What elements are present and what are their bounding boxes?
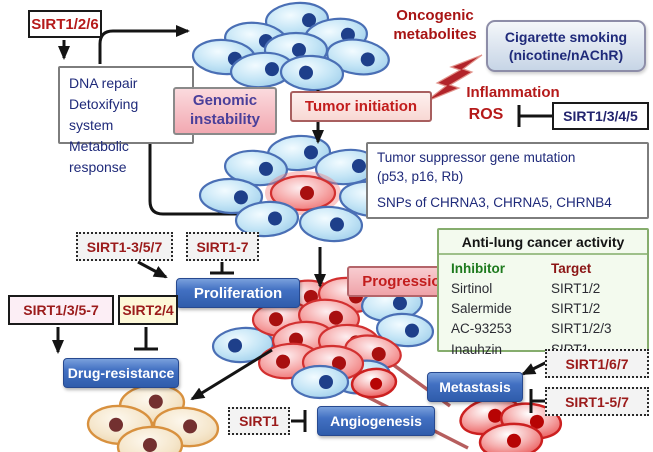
sirt1-7-dotted-box: SIRT1-7 bbox=[186, 232, 259, 261]
tumor-suppressor-box: Tumor suppressor gene mutation (p53, p16… bbox=[366, 142, 649, 219]
metastatic-cell-cluster bbox=[350, 367, 563, 452]
sirt1-3-5-7-dotted-box: SIRT1-3/5/7 bbox=[76, 232, 173, 261]
detoxifying-system-label: Detoxifying system bbox=[69, 96, 139, 133]
inhibitor-name: AC-93253 bbox=[451, 321, 512, 337]
genomic-instability-box: Genomic instability bbox=[173, 87, 277, 135]
protective-function-connectors bbox=[98, 25, 240, 216]
target-name: SIRT1/2 bbox=[551, 301, 601, 317]
column-inhibitor: Inhibitor bbox=[451, 261, 505, 276]
sirt1-5-7-dotted-box: SIRT1-5/7 bbox=[545, 387, 649, 416]
metastasis-box: Metastasis bbox=[427, 372, 523, 402]
suppressor-line2: (p53, p16, Rb) bbox=[377, 168, 464, 184]
sirt1-dotted-box: SIRT1 bbox=[228, 407, 290, 435]
suppressor-line3: SNPs of CHRNA3, CHRNA5, CHRNB4 bbox=[377, 194, 612, 210]
initiated-cell-cluster bbox=[198, 134, 403, 243]
table-title: Anti-lung cancer activity bbox=[439, 230, 647, 255]
sirt126-box: SIRT1/2/6 bbox=[28, 10, 102, 38]
tumor-initiation-box: Tumor initiation bbox=[290, 91, 432, 122]
sirt1345-box: SIRT1/3/4/5 bbox=[552, 102, 649, 130]
inhibitor-name: Inauhzin bbox=[451, 341, 503, 357]
normal-cell-cluster bbox=[191, 1, 390, 92]
ros-label: ROS bbox=[468, 106, 504, 123]
drug-resistant-cell-cluster bbox=[86, 383, 220, 452]
inhibitor-name: Salermide bbox=[451, 301, 512, 317]
sirt126-label: SIRT1/2/6 bbox=[31, 15, 99, 33]
target-name: SIRT1/2 bbox=[551, 281, 601, 297]
sirt2-4-box: SIRT2/4 bbox=[118, 295, 178, 325]
inhibitor-name: Sirtinol bbox=[451, 281, 493, 297]
target-name: SIRT1/2/3 bbox=[551, 321, 612, 337]
anti-lung-cancer-table: Anti-lung cancer activity Inhibitor Targ… bbox=[437, 228, 649, 357]
oncogenic-metabolites-label: Oncogenic metabolites bbox=[393, 7, 477, 43]
dna-repair-label: DNA repair bbox=[69, 75, 138, 91]
drug-resistance-box: Drug-resistance bbox=[63, 358, 179, 388]
metabolic-response-label: Metabolic response bbox=[69, 138, 129, 175]
sirt1-3-5to7-box: SIRT1/3/5-7 bbox=[8, 295, 114, 325]
column-target: Target bbox=[551, 261, 592, 276]
suppressor-line1: Tumor suppressor gene mutation bbox=[377, 150, 576, 165]
inflammation-label: Inflammation bbox=[466, 84, 560, 101]
sirt1-6-7-dotted-box: SIRT1/6/7 bbox=[545, 349, 649, 378]
angiogenesis-box: Angiogenesis bbox=[317, 406, 435, 436]
table-grid: Inhibitor Target Sirtinol SIRT1/2 Salerm… bbox=[439, 255, 647, 361]
proliferation-box: Proliferation bbox=[176, 278, 300, 308]
cigarette-smoking-box: Cigarette smoking (nicotine/nAChR) bbox=[486, 20, 646, 72]
inhibition-t-bars bbox=[134, 105, 552, 432]
protective-functions-box: DNA repair Detoxifying system Metabolic … bbox=[58, 66, 194, 175]
tumor-mass-cluster bbox=[211, 276, 435, 400]
